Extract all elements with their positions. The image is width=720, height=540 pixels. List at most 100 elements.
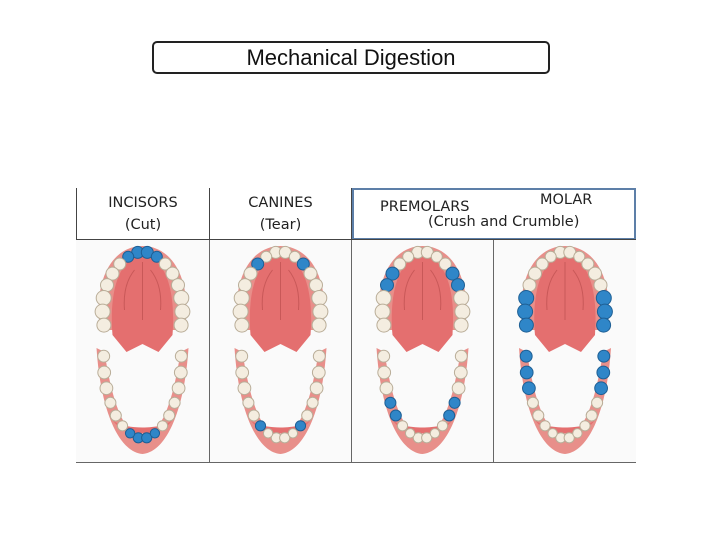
panel-incisors — [76, 240, 210, 462]
lower-tooth-molars — [235, 349, 249, 363]
dental-arch-molars — [517, 245, 613, 454]
upper-tooth-premolars — [100, 278, 114, 293]
lower-tooth-canines — [294, 420, 307, 432]
upper-tooth-molars — [312, 303, 329, 320]
header-canines: CANINES (Tear) — [210, 188, 352, 240]
palate-ridges — [123, 262, 162, 320]
dental-arch-premolars — [374, 245, 471, 454]
upper-tooth-canines — [113, 257, 127, 271]
lower-tooth-premolars — [247, 409, 260, 422]
lower-tooth-molars — [312, 349, 326, 363]
palate-ridges — [546, 262, 584, 320]
upper-tooth-molars — [518, 290, 535, 306]
lower-tooth-premolars — [109, 409, 122, 422]
upper-tooth-molars — [454, 303, 471, 320]
lower-tooth-canines — [156, 420, 169, 432]
lower-tooth-molars — [519, 349, 533, 363]
upper-tooth-molars — [173, 290, 190, 306]
lower-tooth-molars — [594, 381, 608, 396]
upper-tooth-canines — [581, 257, 595, 271]
lower-tooth-molars — [235, 365, 250, 380]
upper-tooth-molars — [95, 290, 112, 306]
upper-tooth-premolars — [451, 278, 465, 293]
lower-tooth-molars — [173, 365, 188, 380]
lower-tooth-molars — [379, 381, 394, 396]
lower-tooth-premolars — [104, 396, 117, 409]
upper-tooth-incisors — [122, 250, 135, 263]
upper-tooth-molars — [596, 303, 613, 320]
upper-tooth-incisors — [260, 250, 273, 263]
lower-tooth-premolars — [443, 409, 456, 422]
lower-jaw — [234, 348, 327, 454]
lower-tooth-molars — [237, 381, 252, 396]
lower-tooth-molars — [454, 349, 468, 363]
lower-tooth-molars — [97, 349, 111, 363]
panel-canines — [210, 240, 352, 462]
lower-tooth-canines — [396, 420, 409, 432]
upper-tooth-molars — [376, 317, 392, 333]
lower-tooth-incisors — [262, 428, 274, 439]
lower-tooth-incisors — [149, 428, 161, 439]
palate-ridges — [261, 262, 300, 320]
lower-tooth-premolars — [168, 396, 181, 409]
lower-tooth-incisors — [124, 428, 136, 439]
upper-tooth-molars — [233, 290, 250, 306]
lower-tooth-molars — [377, 349, 391, 363]
lower-tooth-incisors — [279, 432, 291, 444]
page-title: Mechanical Digestion — [246, 44, 456, 70]
lower-tooth-canines — [579, 420, 591, 432]
lower-tooth-incisors — [429, 428, 441, 439]
crush-sublabel: (Crush and Crumble) — [428, 214, 580, 230]
upper-jaw — [232, 245, 329, 352]
upper-tooth-molars — [232, 303, 249, 320]
upper-tooth-molars — [173, 317, 189, 333]
upper-tooth-premolars — [238, 278, 252, 293]
upper-tooth-molars — [234, 317, 250, 333]
lower-tooth-molars — [97, 365, 112, 380]
header-divider — [76, 239, 636, 240]
header-premolars-molars: PREMOLARS MOLAR (Crush and Crumble) — [352, 188, 636, 240]
lower-tooth-incisors — [404, 428, 416, 439]
incisors-label: INCISORS — [108, 195, 178, 211]
lower-tooth-molars — [311, 365, 326, 380]
lower-tooth-molars — [522, 381, 536, 396]
upper-tooth-premolars — [522, 278, 537, 293]
upper-tooth-premolars — [593, 278, 608, 293]
lower-tooth-canines — [539, 420, 551, 432]
molar-label: MOLAR — [540, 192, 593, 208]
upper-tooth-premolars — [528, 266, 542, 281]
upper-tooth-premolars — [303, 266, 318, 281]
lower-tooth-molars — [451, 381, 466, 396]
dental-arch-incisors — [94, 245, 191, 454]
panel-premolars — [352, 240, 494, 462]
premolars-label: PREMOLARS — [380, 199, 470, 215]
lower-tooth-premolars — [532, 409, 545, 422]
upper-tooth-molars — [453, 290, 470, 306]
upper-tooth-molars — [311, 317, 327, 333]
lower-tooth-premolars — [526, 396, 539, 409]
canines-label: CANINES — [248, 195, 313, 211]
upper-tooth-incisors — [544, 250, 557, 263]
upper-tooth-incisors — [402, 250, 415, 263]
upper-tooth-incisors — [150, 250, 163, 263]
palate-ridges — [403, 262, 442, 320]
upper-tooth-molars — [596, 317, 612, 333]
lower-tooth-incisors — [141, 432, 153, 444]
upper-tooth-molars — [94, 303, 111, 320]
upper-tooth-molars — [453, 317, 469, 333]
lower-tooth-canines — [254, 420, 267, 432]
incisors-sublabel: (Cut) — [124, 217, 162, 233]
upper-tooth-molars — [374, 303, 391, 320]
upper-tooth-premolars — [165, 266, 180, 281]
lower-jaw — [96, 348, 189, 454]
lower-jaw — [519, 348, 611, 454]
upper-tooth-molars — [517, 303, 534, 320]
upper-tooth-premolars — [105, 266, 120, 281]
lower-tooth-molars — [596, 365, 611, 380]
upper-tooth-molars — [375, 290, 392, 306]
upper-jaw — [374, 245, 471, 352]
lower-tooth-canines — [116, 420, 129, 432]
canines-sublabel: (Tear) — [259, 217, 302, 233]
lower-tooth-molars — [377, 365, 392, 380]
lower-tooth-incisors — [287, 428, 299, 439]
